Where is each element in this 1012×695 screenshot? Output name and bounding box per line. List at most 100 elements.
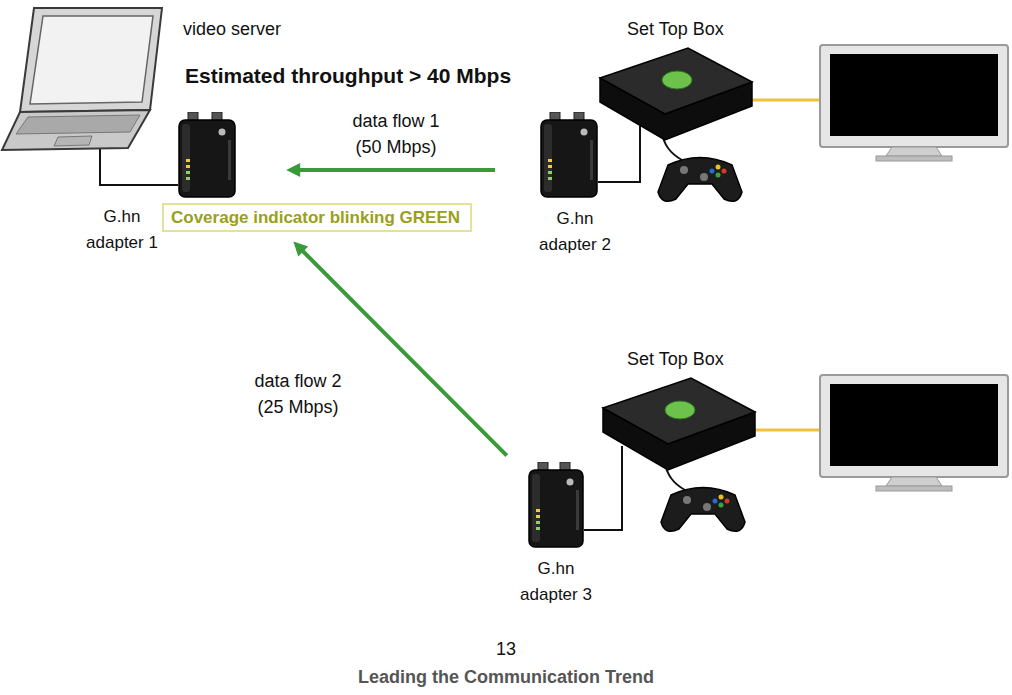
adapter-led — [536, 509, 540, 512]
adapter-led — [536, 515, 540, 518]
console-top — [603, 378, 755, 444]
adapter-led — [548, 171, 552, 174]
footer-slogan-box: Leading the Communication Trend — [0, 666, 1012, 689]
throughput-note: Estimated throughput > 40 Mbps — [185, 63, 511, 89]
network-cable — [598, 126, 640, 182]
adapter-highlight — [532, 474, 540, 542]
thumbstick — [700, 173, 708, 181]
thumbstick — [680, 166, 688, 174]
footer-slogan: Leading the Communication Trend — [358, 666, 654, 689]
console-top — [600, 48, 752, 114]
video-cable — [750, 99, 822, 102]
adapter-housing — [179, 120, 235, 197]
controller-button — [713, 499, 718, 504]
adapter-label: G.hn adapter 1 — [80, 204, 164, 256]
tv-screen — [830, 384, 998, 466]
adapter-led — [186, 177, 190, 180]
controller-button — [719, 503, 724, 508]
controller-button — [719, 495, 724, 500]
thumbstick — [703, 503, 711, 511]
device-label: video server — [183, 18, 281, 41]
adapter-label: G.hn adapter 3 — [514, 556, 598, 608]
adapter-caption: G.hn adapter 3 — [514, 556, 598, 608]
laptop-keyboard — [16, 115, 140, 134]
adapter-housing — [541, 120, 597, 197]
flow-label: data flow 1 (50 Mbps) — [340, 108, 452, 160]
set-top-box-group — [600, 45, 1008, 201]
device-label: Set Top Box — [627, 18, 724, 41]
controller-button — [710, 169, 715, 174]
adapter-label: G.hn adapter 2 — [533, 206, 617, 258]
adapter-brand-strip — [576, 490, 579, 530]
controller — [661, 488, 745, 532]
console-logo — [665, 401, 695, 419]
adapter-brand-strip — [228, 140, 231, 180]
laptop-touchpad — [54, 136, 92, 146]
adapter-node: G.hn adapter 1 — [178, 112, 236, 198]
adapter-node: G.hn adapter 2 — [540, 112, 598, 198]
page-number: 13 — [496, 638, 516, 661]
adapter-led — [186, 171, 190, 174]
tv-base — [876, 156, 952, 161]
page-number-box: 13 — [0, 638, 1012, 661]
adapter-led — [186, 165, 190, 168]
adapter-device — [540, 112, 598, 198]
controller-button — [722, 169, 727, 174]
network-cable — [100, 146, 178, 185]
controller — [658, 158, 742, 202]
controller-button — [716, 165, 721, 170]
tv-frame — [820, 375, 1008, 477]
adapter-logo — [581, 129, 588, 136]
throughput-note-box: Estimated throughput > 40 Mbps — [185, 63, 511, 89]
adapter-highlight — [544, 124, 552, 192]
device-label-box: Set Top Box — [627, 348, 724, 371]
adapter-logo — [219, 129, 226, 136]
callout-text: Coverage indicator blinking GREEN — [171, 207, 460, 228]
tv-stand — [886, 147, 942, 156]
device-label-box: Set Top Box — [627, 18, 724, 41]
laptop — [2, 8, 162, 150]
adapter-node: G.hn adapter 3 — [528, 462, 584, 548]
flow-label-box: data flow 2 (25 Mbps) — [242, 368, 354, 420]
adapter-led — [186, 159, 190, 162]
laptop-screen — [30, 16, 153, 104]
adapter-logo — [567, 479, 574, 486]
adapter-brand-strip — [590, 140, 593, 180]
tv-frame — [820, 45, 1008, 147]
adapter-device — [178, 112, 236, 198]
adapter-device — [528, 462, 584, 548]
adapter-caption: G.hn adapter 1 — [80, 204, 164, 256]
flow-label: data flow 2 (25 Mbps) — [242, 368, 354, 420]
flow-label-box: data flow 1 (50 Mbps) — [340, 108, 452, 160]
tv-base — [876, 486, 952, 491]
adapter-led — [548, 165, 552, 168]
adapter-caption: G.hn adapter 2 — [533, 206, 617, 258]
adapter-led — [548, 159, 552, 162]
data-flow-arrow — [299, 248, 507, 456]
laptop-base — [2, 110, 150, 150]
callout-box: Coverage indicator blinking GREEN — [162, 203, 472, 232]
device-label: Set Top Box — [627, 348, 724, 371]
set-top-box-group — [603, 375, 1008, 531]
adapter-led — [536, 521, 540, 524]
network-cable — [584, 446, 622, 530]
controller-button — [716, 173, 721, 178]
adapter-led — [536, 527, 540, 530]
tv-stand — [886, 477, 942, 486]
tv-screen — [830, 54, 998, 136]
device-label-box: video server — [183, 18, 281, 41]
controller-button — [725, 499, 730, 504]
console-logo — [662, 71, 692, 89]
laptop-lid — [20, 8, 162, 112]
adapter-highlight — [182, 124, 190, 192]
adapter-housing — [529, 470, 583, 547]
thumbstick — [683, 496, 691, 504]
data-flow-arrow — [295, 168, 495, 172]
adapter-led — [548, 177, 552, 180]
video-cable — [753, 429, 822, 432]
